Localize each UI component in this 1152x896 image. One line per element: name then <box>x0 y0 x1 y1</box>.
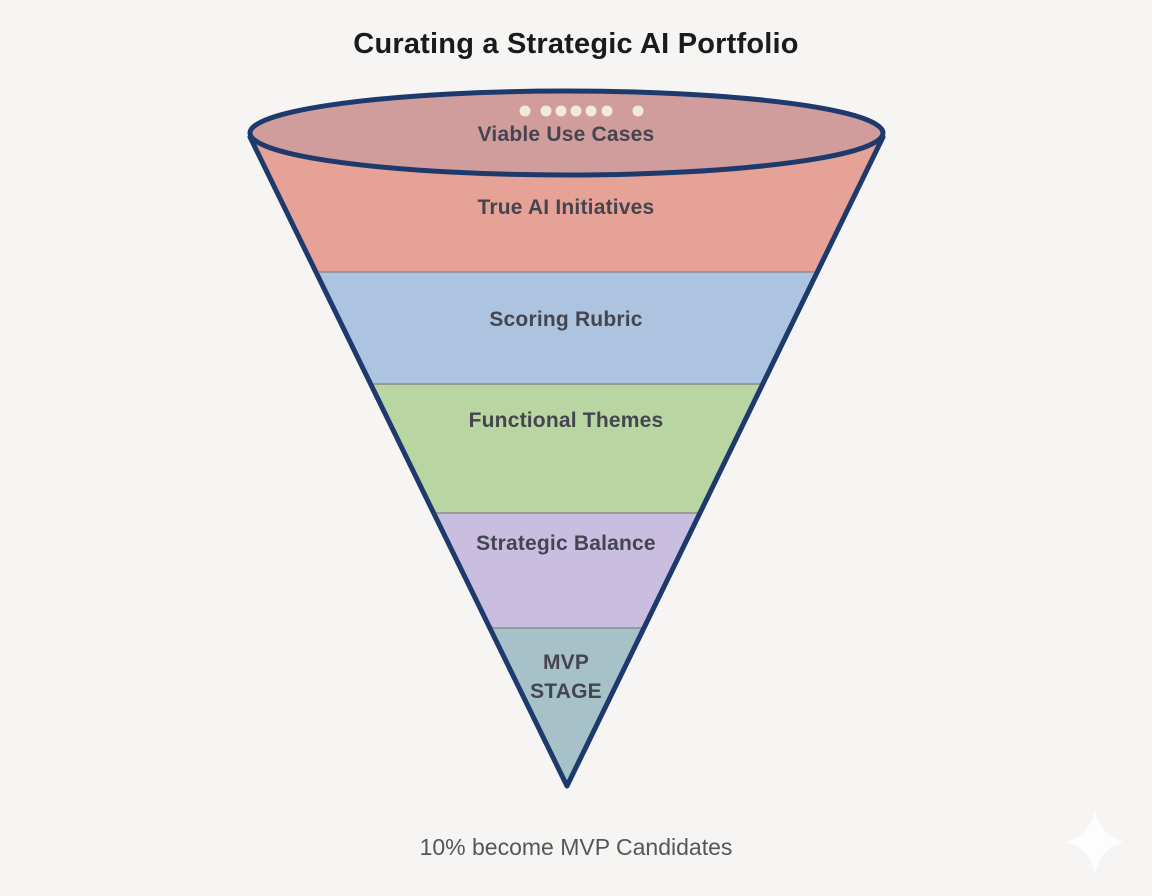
funnel-top-ellipse <box>247 88 886 178</box>
dot-icon <box>632 105 644 117</box>
funnel-band-scoring-rubric <box>317 272 816 384</box>
page-title: Curating a Strategic AI Portfolio <box>353 28 799 60</box>
funnel-band-mvp-stage <box>490 628 644 786</box>
sparkle-icon <box>1066 809 1124 875</box>
dot-icon <box>555 105 567 117</box>
funnel-band-functional-themes <box>371 384 762 513</box>
funnel-cone-outline <box>247 134 886 789</box>
band-label-mvp-line1: MVP <box>543 651 589 674</box>
dot-icon <box>519 105 531 117</box>
band-label-functional-themes: Functional Themes <box>469 409 664 432</box>
band-label-viable-use-cases: Viable Use Cases <box>478 123 655 146</box>
dot-icon <box>540 105 552 117</box>
dot-icon <box>601 105 613 117</box>
funnel-band-strategic-balance <box>434 513 700 628</box>
band-label-scoring-rubric: Scoring Rubric <box>489 308 642 331</box>
band-label-mvp-line2: STAGE <box>530 680 602 703</box>
dot-icon <box>570 105 582 117</box>
dot-icon <box>585 105 597 117</box>
band-label-true-ai-initiatives: True AI Initiatives <box>478 196 655 219</box>
dot-row-icon <box>519 105 644 117</box>
caption: 10% become MVP Candidates <box>419 834 733 860</box>
band-label-strategic-balance: Strategic Balance <box>476 532 656 555</box>
